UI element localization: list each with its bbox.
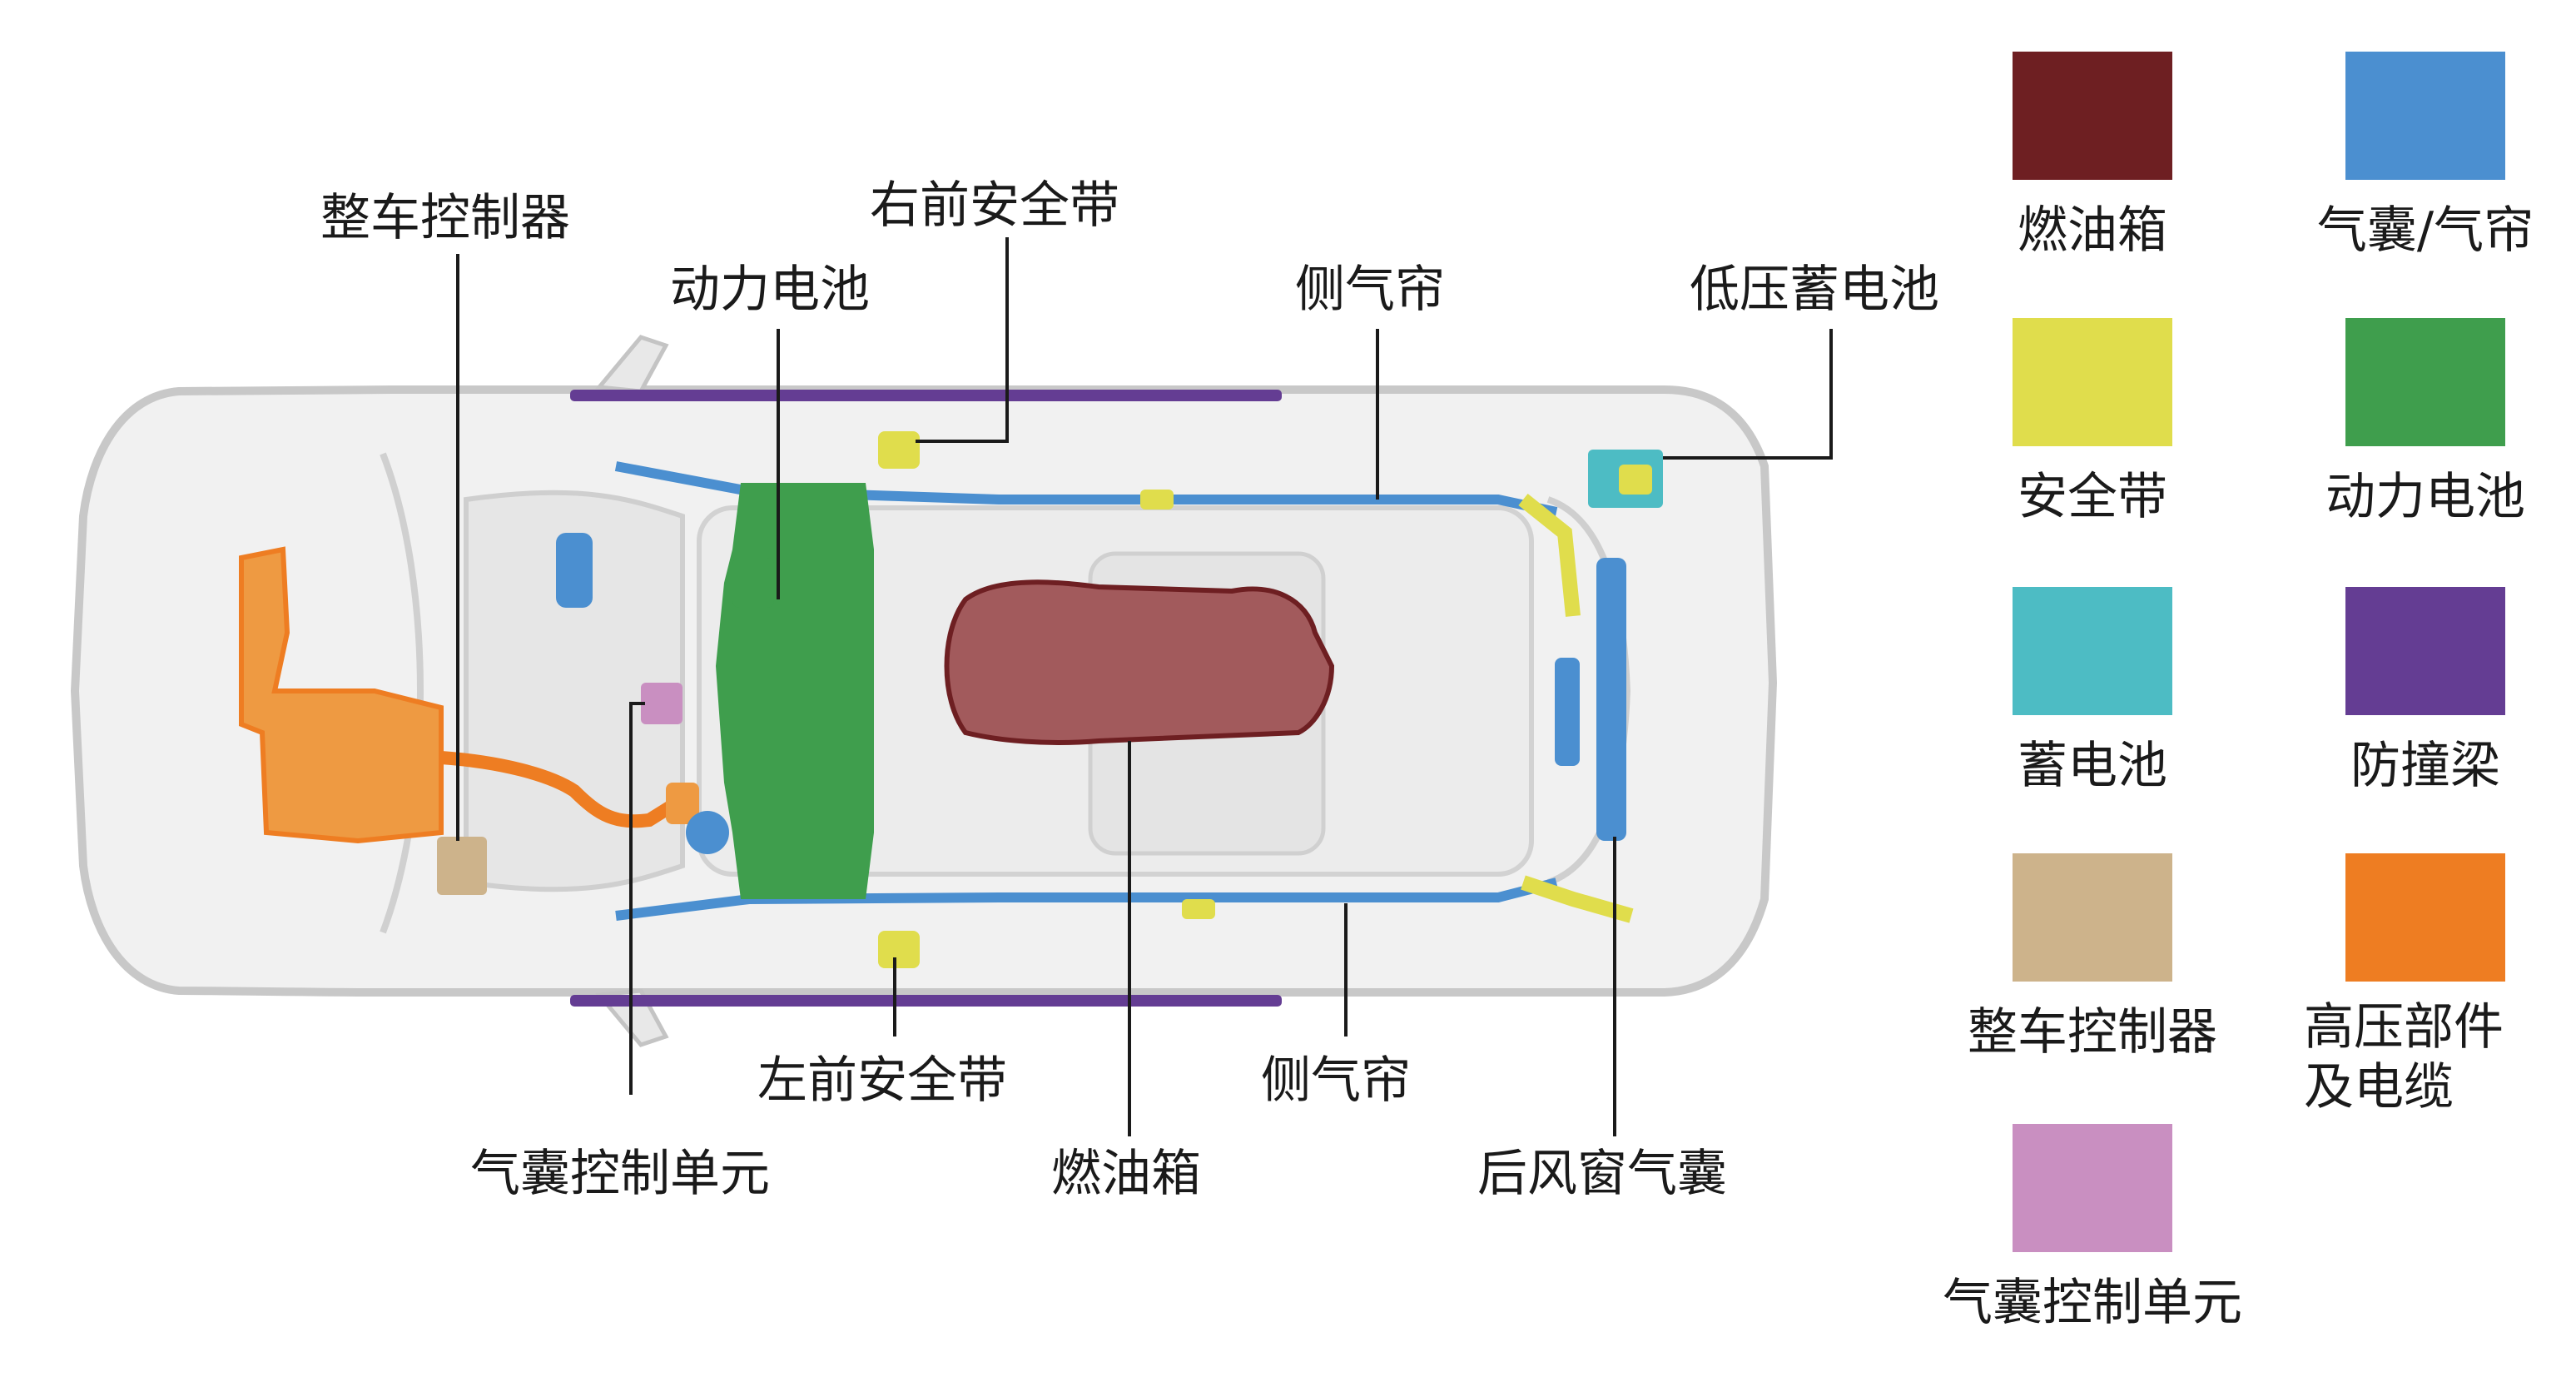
callout-side-curtain-top: 侧气帘 — [1295, 261, 1445, 319]
callout-side-curtain-bottom: 侧气帘 — [1261, 1051, 1411, 1110]
rear-window-airbag-side-mark — [1555, 658, 1580, 766]
legend-label-airbag-control-unit: 气囊控制单元 — [1943, 1274, 2242, 1332]
legend-swatch-accumulator — [2013, 587, 2172, 715]
anti-collision-beam-bottom — [570, 995, 1282, 1007]
callout-left-front-seatbelt: 左前安全带 — [757, 1051, 1007, 1110]
legend-swatch-airbag-curtain — [2345, 52, 2505, 180]
rear-seatbelt-bottom-mark — [1521, 875, 1634, 923]
leader-right-front-seatbelt — [916, 237, 1009, 443]
legend-swatch-power-battery — [2345, 318, 2505, 446]
legend-label-high-voltage: 高压部件 及电缆 — [2304, 998, 2504, 1116]
legend-swatch-seatbelt — [2013, 318, 2172, 446]
legend-swatch-high-voltage — [2345, 853, 2505, 982]
anti-collision-beam-top — [570, 390, 1282, 401]
legend-swatch-fuel-tank — [2013, 52, 2172, 180]
left-front-seatbelt-mark — [878, 931, 920, 968]
callout-low-voltage-battery: 低压蓄电池 — [1690, 261, 1939, 319]
high-voltage-motor-mark — [686, 811, 729, 854]
high-voltage-cable-mark — [440, 751, 687, 828]
legend-label-power-battery: 动力电池 — [2325, 468, 2525, 526]
leader-lines — [456, 237, 1833, 1136]
leader-low-voltage-battery — [1663, 329, 1833, 460]
power-battery-mark — [716, 483, 874, 899]
legend-label-accumulator: 蓄电池 — [2018, 737, 2167, 795]
airbag-control-unit-mark — [641, 683, 682, 724]
legend-label-vehicle-controller: 整车控制器 — [1968, 1003, 2217, 1061]
car-mirror-top — [595, 335, 669, 394]
side-curtain-top-mark — [614, 461, 1558, 517]
rear-seatbelt-mid-bottom-mark — [1182, 899, 1215, 919]
side-curtain-bottom-mark — [615, 877, 1558, 921]
leader-airbag-control-unit — [629, 702, 645, 1095]
callout-right-front-seatbelt: 右前安全带 — [870, 176, 1119, 235]
legend-label-anti-collision-beam: 防撞梁 — [2350, 737, 2500, 795]
rear-seatbelt-mid-top-mark — [1140, 490, 1174, 510]
rear-seatbelt-top-mark — [1518, 493, 1581, 617]
legend-label-seatbelt: 安全带 — [2018, 468, 2167, 526]
callout-fuel-tank: 燃油箱 — [1051, 1145, 1201, 1203]
legend-label-fuel-tank: 燃油箱 — [2018, 201, 2167, 260]
car-rear-window — [1546, 496, 1631, 886]
callout-power-battery: 动力电池 — [670, 261, 870, 319]
legend-swatch-anti-collision-beam — [2345, 587, 2505, 715]
callout-vehicle-controller: 整车控制器 — [320, 189, 570, 247]
high-voltage-rear-mark — [666, 783, 699, 824]
legend-swatch-airbag-control-unit — [2013, 1124, 2172, 1252]
legend-label-airbag-curtain: 气囊/气帘 — [2316, 201, 2534, 260]
car-hood-line — [380, 452, 424, 934]
low-voltage-battery-core-mark — [1619, 465, 1652, 495]
vehicle-controller-mark — [437, 837, 487, 895]
callout-airbag-control-unit: 气囊控制单元 — [470, 1145, 770, 1203]
high-voltage-unit-mark — [239, 546, 444, 844]
callout-rear-window-airbag: 后风窗气囊 — [1477, 1145, 1727, 1203]
rear-window-airbag-mark — [1596, 558, 1626, 841]
legend-swatch-vehicle-controller — [2013, 853, 2172, 982]
front-airbag-mark — [556, 533, 593, 608]
car-windshield — [464, 490, 685, 892]
power-battery-front-mark — [732, 558, 774, 608]
fuel-tank-mark — [944, 579, 1335, 745]
right-front-seatbelt-mark — [878, 431, 920, 469]
